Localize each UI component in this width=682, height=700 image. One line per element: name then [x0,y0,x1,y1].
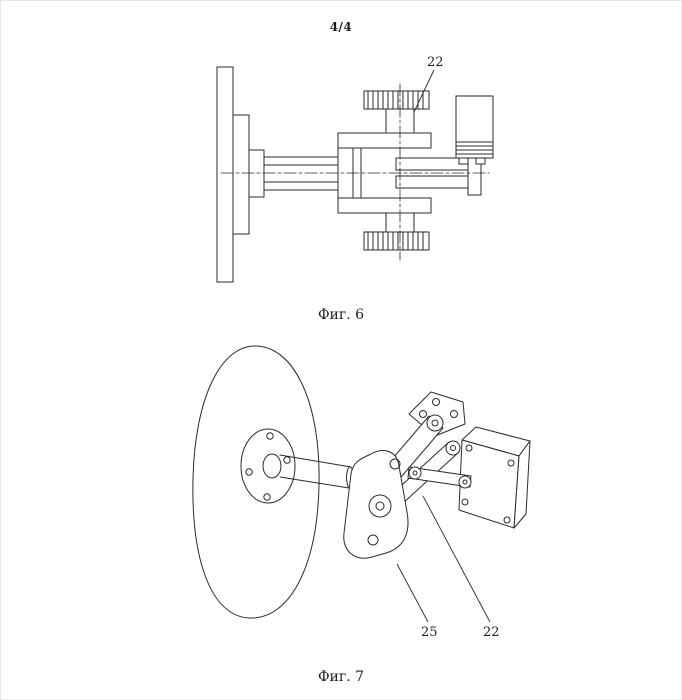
wall-plate [216,66,250,283]
ref-label-22: 22 [427,55,444,70]
actuator-block [458,426,531,529]
figure-6-caption: Фиг. 6 [317,307,365,323]
actuator-block [455,95,494,165]
leader-line-22 [422,495,491,623]
knurled-knob-bottom [363,212,430,251]
ref-label-22: 22 [483,625,500,640]
figure-7-caption: Фиг. 7 [317,669,365,685]
centerlines [220,83,490,261]
shaft [248,149,349,198]
figure-7-drawing: 25 22 [192,345,531,640]
leader-line-25 [396,563,429,623]
leader-line-22 [413,69,435,113]
link-horizontal [407,466,472,489]
knurled-knob-top [363,90,430,134]
page-number: 4/4 [329,20,353,34]
hub-flange [240,428,296,504]
ref-label-25: 25 [421,625,438,640]
cam-plate [343,450,409,559]
figure-6-drawing: 22 [216,55,494,283]
